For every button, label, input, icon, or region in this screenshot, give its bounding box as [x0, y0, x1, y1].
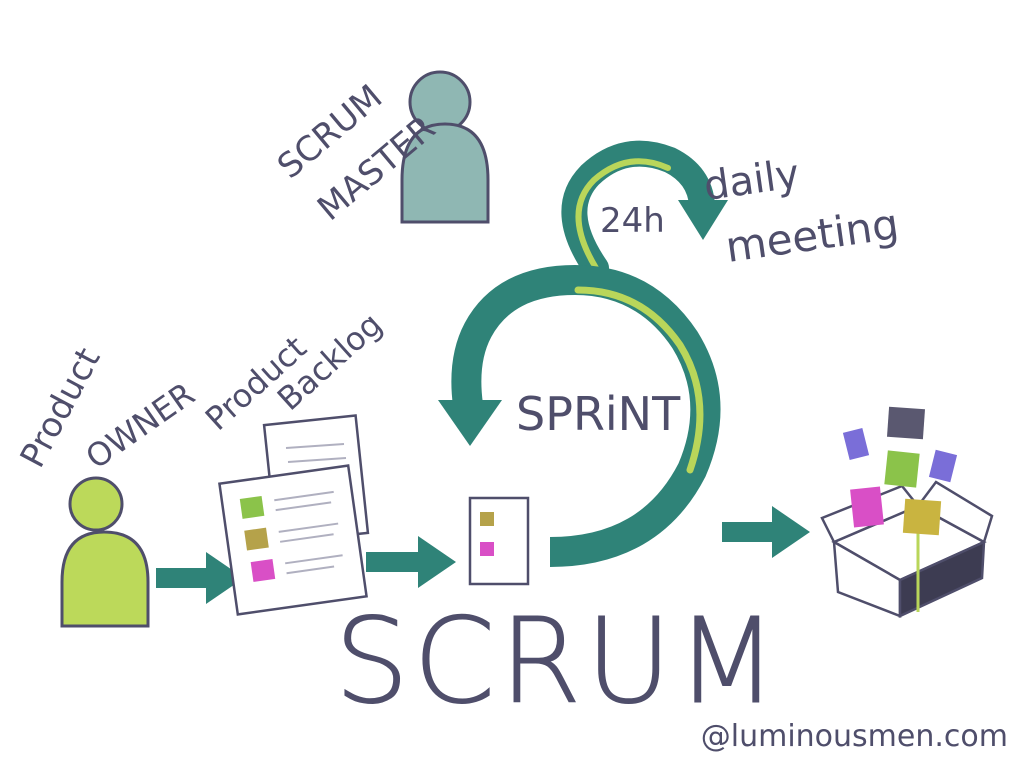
daily-meeting-label-line2: meeting — [723, 199, 902, 272]
sprint-note-magenta — [480, 542, 494, 556]
daily-meeting-label-line1: daily — [701, 151, 802, 210]
increment-note-dark — [886, 406, 926, 440]
daily-meeting-duration: 24h — [600, 201, 665, 241]
diagram-title: SCRUM — [334, 592, 781, 730]
increment-note-green — [884, 450, 920, 488]
increment-note-magenta — [850, 486, 884, 528]
product-backlog-label: Product Backlog — [198, 305, 389, 438]
arrow-backlog-to-sprint-backlog — [366, 536, 456, 588]
increment-note-purple-left — [842, 427, 870, 461]
arrow-owner-to-backlog — [156, 552, 244, 604]
sprint-cycle-arrow — [438, 264, 721, 567]
daily-loop-arrow — [561, 140, 728, 281]
arrow-sprint-to-increment — [722, 506, 810, 558]
scrum-master-figure — [400, 70, 490, 224]
credit-text: @luminousmen.com — [701, 719, 1008, 754]
product-owner-label: Product OWNER — [13, 341, 202, 476]
product-backlog-documents — [218, 414, 370, 616]
sprint-label: SPRiNT — [516, 387, 681, 441]
sprint-note-olive — [480, 512, 494, 526]
product-owner-label-line2: OWNER — [79, 375, 202, 477]
backlog-note-olive — [244, 527, 269, 551]
increment-note-mustard — [902, 498, 942, 536]
product-increment-box — [820, 406, 994, 618]
sprint-backlog-card — [468, 496, 530, 586]
backlog-note-green — [239, 495, 265, 519]
increment-note-purple-right — [928, 449, 958, 483]
backlog-note-magenta — [250, 559, 276, 582]
product-owner-figure — [60, 476, 150, 628]
